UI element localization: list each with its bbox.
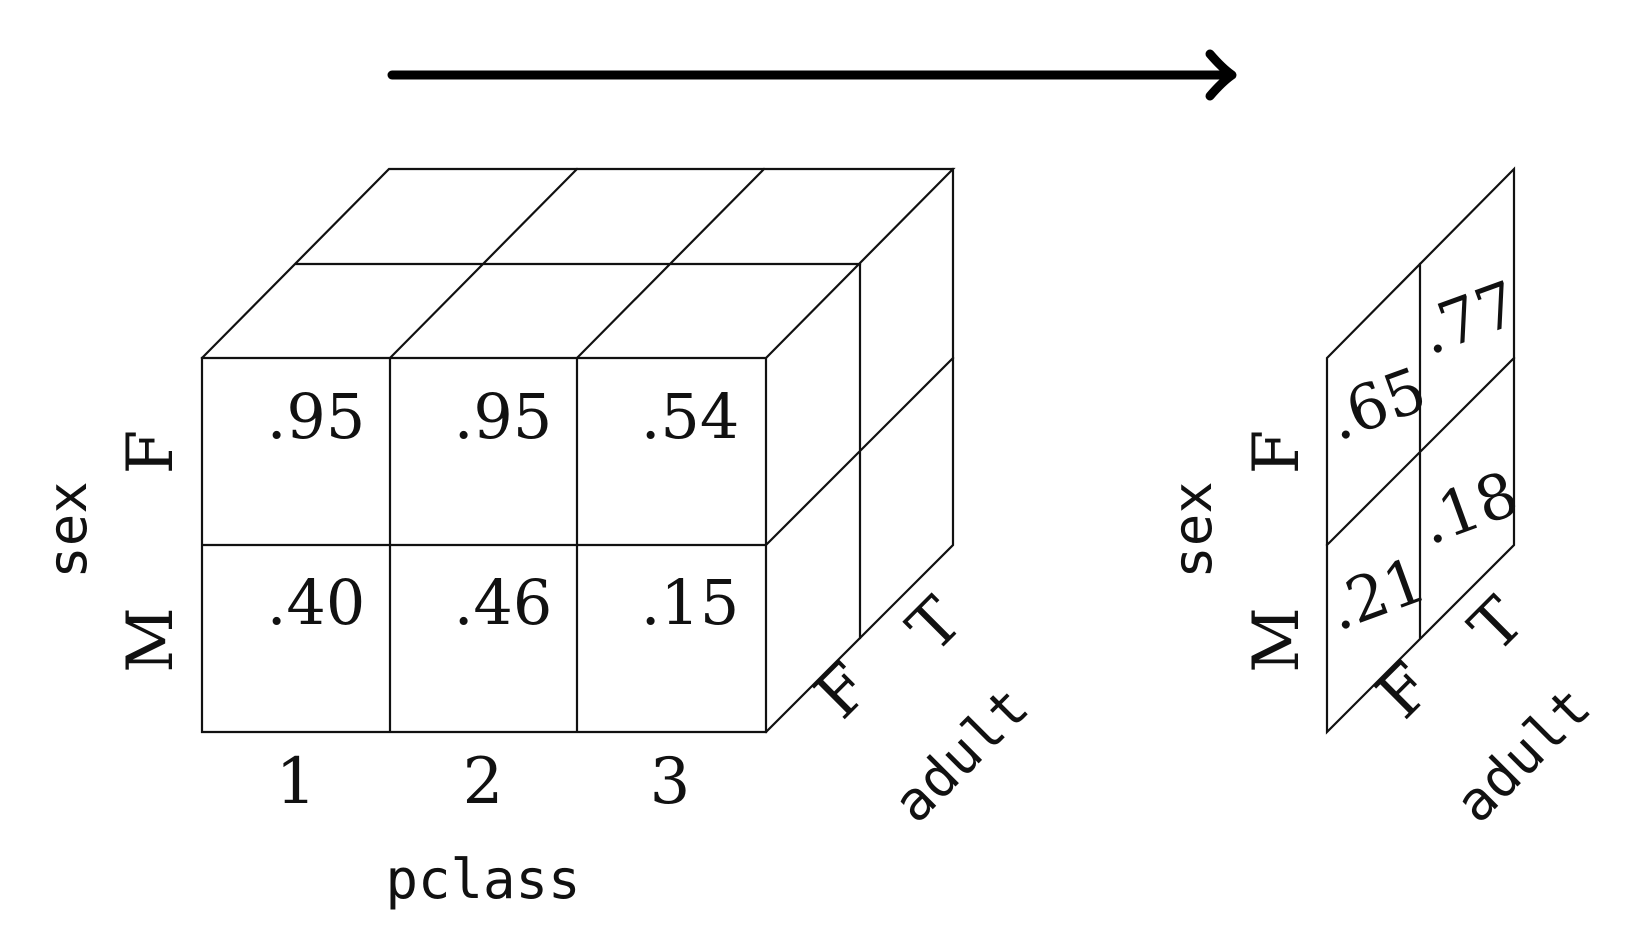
- cube-adult-axis: F T adult: [801, 584, 1040, 835]
- cube-adult-label: adult: [881, 675, 1040, 834]
- cube-adult-level-t: T: [894, 584, 977, 667]
- cube-right-face: [764, 167, 955, 734]
- slice-adult-level-t: T: [1456, 584, 1539, 667]
- slice-adult-level-f: F: [1363, 649, 1447, 733]
- cube-cell-m-3: .15: [641, 566, 740, 639]
- cube-sex-label: sex: [36, 481, 99, 579]
- cube-grid: [200, 167, 956, 734]
- right-arrow-icon: [387, 49, 1237, 101]
- slice-values: .65 .77 .21 .18: [1318, 267, 1528, 645]
- cube-adult-level-f: F: [801, 649, 885, 733]
- cube-values: .95 .95 .54 .40 .46 .15: [267, 380, 740, 639]
- cube-cell-m-1: .40: [267, 566, 366, 639]
- slice-cell-f-f: .65: [1318, 353, 1436, 455]
- cube-cell-m-2: .46: [454, 566, 553, 639]
- cube-pclass-axis: 1 2 3 pclass: [276, 745, 691, 911]
- cube-cell-f-3: .54: [641, 380, 740, 453]
- cube-cell-f-1: .95: [267, 380, 366, 453]
- slice-sex-level-f: F: [1240, 430, 1314, 474]
- pclass-label: pclass: [385, 848, 580, 911]
- slice-adult-label: adult: [1443, 675, 1602, 834]
- slice-grid: [1325, 166, 1516, 735]
- pclass-level-1: 1: [276, 745, 317, 819]
- cube-sex-level-m: M: [114, 607, 188, 673]
- pclass-level-2: 2: [463, 745, 504, 819]
- slice-sex-axis: sex F M: [1161, 430, 1314, 673]
- cube-sex-level-f: F: [114, 430, 188, 474]
- slice-cell-m-t: .18: [1410, 457, 1528, 559]
- pclass-level-3: 3: [650, 745, 691, 819]
- cube-top-face: [200, 167, 956, 360]
- slice-cell-m-f: .21: [1318, 543, 1436, 645]
- cube-sex-axis: sex F M: [36, 430, 188, 673]
- slice-sex-label: sex: [1161, 481, 1224, 579]
- slice-sex-level-m: M: [1240, 607, 1314, 673]
- slice-cell-f-t: .77: [1410, 267, 1528, 369]
- cube-cell-f-2: .95: [454, 380, 553, 453]
